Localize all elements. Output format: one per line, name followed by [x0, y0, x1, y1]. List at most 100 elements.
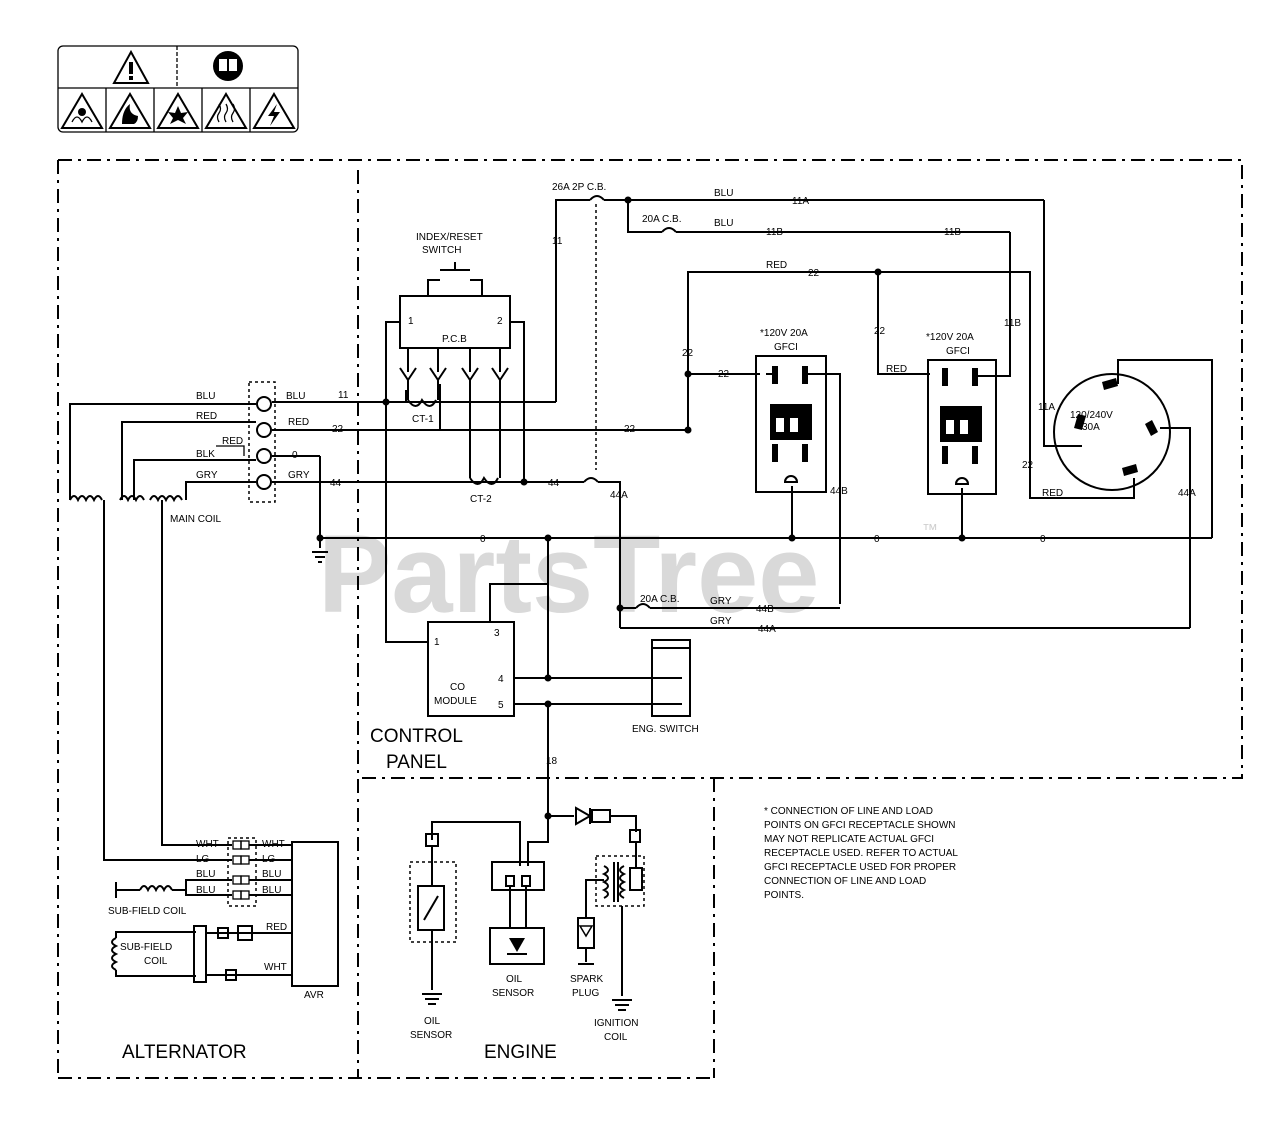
w44b-label-2: 44B: [756, 604, 774, 615]
main-coil: [69, 495, 183, 503]
avr: [291, 841, 339, 987]
alt-wire-red-2: RED: [222, 436, 243, 447]
w44b-label: 44B: [830, 486, 848, 497]
explosion-icon: [156, 92, 200, 129]
gfci2-label-2: GFCI: [946, 346, 970, 357]
sub-field-coil-2-label: SUB-FIELD: [120, 942, 172, 953]
ct2-label: CT-2: [470, 494, 492, 505]
hot-surface-icon: [204, 92, 248, 129]
red-22-label: RED: [766, 260, 787, 271]
index-reset-label: INDEX/RESET: [416, 232, 483, 243]
alt-wire-red: RED: [196, 411, 217, 422]
tb-gry: GRY: [288, 470, 310, 481]
co-pin3: 3: [494, 628, 500, 639]
svg-text:CONNECTION OF LINE AND LOAD: CONNECTION OF LINE AND LOAD: [764, 876, 926, 887]
w22-label: 22: [332, 424, 344, 435]
terminal-block: [248, 381, 276, 503]
note: * CONNECTION OF LINE AND LOAD POINTS ON …: [764, 806, 958, 901]
avr-connector: [227, 837, 257, 907]
w0-label: 0: [292, 450, 298, 461]
co-module-label: CO: [450, 682, 465, 693]
warning-icon: [112, 49, 150, 84]
w22-label-4: 22: [682, 348, 694, 359]
spark-plug-label-2: PLUG: [572, 988, 599, 999]
manual-icon: [213, 51, 243, 81]
main-coil-label: MAIN COIL: [170, 514, 222, 525]
w11b-label: 11B: [766, 227, 783, 238]
fire-icon: [108, 92, 152, 129]
svg-text:MAY NOT REPLICATE ACTUAL GFCI: MAY NOT REPLICATE ACTUAL GFCI: [764, 834, 934, 845]
avr-wht: WHT: [262, 839, 285, 850]
w44a-label: 44A: [610, 490, 628, 501]
avr-in-wht: WHT: [196, 839, 219, 850]
oil-sensor-module: [489, 861, 545, 965]
avr-in-blu: BLU: [196, 869, 215, 880]
watermark: PartsTree: [318, 513, 819, 636]
ignition-coil-label: IGNITION: [594, 1018, 638, 1029]
ground-icon: [312, 551, 328, 563]
top-blu-label-2: BLU: [714, 218, 733, 229]
w0-label-3: 0: [874, 534, 880, 545]
w44a-label-3: 44A: [758, 624, 776, 635]
gfci-receptacle-1[interactable]: [755, 355, 827, 493]
breaker-20a-top-label: 20A C.B.: [642, 214, 681, 225]
co-module-label-2: MODULE: [434, 696, 477, 707]
gfci-receptacle-2[interactable]: [927, 359, 997, 495]
breaker-20a-bottom-label: 20A C.B.: [640, 594, 679, 605]
section-boundaries: [57, 159, 1243, 1079]
pcb-pin2: 2: [497, 316, 503, 327]
w11-label-2: 11: [552, 236, 563, 247]
w22-label-6: 22: [874, 326, 886, 337]
eng-switch-label: ENG. SWITCH: [632, 724, 699, 735]
oil-sensor-mid-label-2: SENSOR: [492, 988, 534, 999]
alt-wire-gry: GRY: [196, 470, 218, 481]
main-breaker-label: 26A 2P C.B.: [552, 182, 606, 193]
twistlock-receptacle[interactable]: [1053, 373, 1171, 491]
w22-label-3: 22: [808, 268, 820, 279]
shock-icon: [252, 92, 296, 129]
engine-switch[interactable]: [651, 639, 691, 717]
avr-red: RED: [266, 922, 287, 933]
ignition-coil-label-2: COIL: [604, 1032, 628, 1043]
twistlock-label-2: 30A: [1082, 422, 1100, 433]
w44-label: 44: [330, 478, 342, 489]
pcb-label: P.C.B: [442, 334, 467, 345]
co-pin4: 4: [498, 674, 504, 685]
oil-sensor-mid-label: OIL: [506, 974, 523, 985]
svg-text:* CONNECTION OF LINE AND LOAD: * CONNECTION OF LINE AND LOAD: [764, 806, 933, 817]
oil-sensor-switch: [409, 833, 457, 1005]
avr-lg: LG: [262, 854, 276, 865]
control-panel-label: CONTROL: [370, 726, 463, 747]
avr-blu-2: BLU: [262, 885, 281, 896]
co-pin5: 5: [498, 700, 504, 711]
w22-label-5: 22: [718, 369, 730, 380]
svg-text:RECEPTACLE USED. REFER TO ACT: RECEPTACLE USED. REFER TO ACTUAL: [764, 848, 958, 859]
w44-label-2: 44: [548, 478, 560, 489]
avr-wht-2: WHT: [264, 962, 287, 973]
index-reset-switch[interactable]: [427, 262, 483, 296]
pcb-pin1: 1: [408, 316, 414, 327]
w22-label-7: 22: [1022, 460, 1034, 471]
avr-label: AVR: [304, 990, 324, 1001]
avr-blu: BLU: [262, 869, 281, 880]
control-panel-label-2: PANEL: [386, 752, 447, 773]
gfci2-label: *120V 20A: [926, 332, 974, 343]
bottom-gry-label-2: GRY: [710, 596, 732, 607]
gfci1-label-2: GFCI: [774, 342, 798, 353]
sub-field-coil-1: [115, 882, 186, 898]
oil-sensor-left-label-2: SENSOR: [410, 1030, 452, 1041]
ignition-coil: [595, 842, 645, 1011]
alt-wire-blu: BLU: [196, 391, 215, 402]
main-breaker[interactable]: [589, 195, 605, 470]
w44a-label-2: 44A: [1178, 488, 1196, 499]
sub-field-coil-2-label-2: COIL: [144, 956, 168, 967]
index-reset-label-2: SWITCH: [422, 245, 461, 256]
bottom-gry-label: GRY: [710, 616, 732, 627]
tb-blu: BLU: [286, 391, 305, 402]
w11a-label: 11A: [792, 196, 809, 207]
w11-label: 11: [338, 390, 349, 401]
alt-wire-blk: BLK: [196, 449, 215, 460]
twistlock-label: 120/240V: [1070, 410, 1113, 421]
w22-label-2: 22: [624, 424, 636, 435]
svg-text:POINTS ON GFCI RECEPTACLE SH: POINTS ON GFCI RECEPTACLE SHOWN: [764, 820, 956, 831]
